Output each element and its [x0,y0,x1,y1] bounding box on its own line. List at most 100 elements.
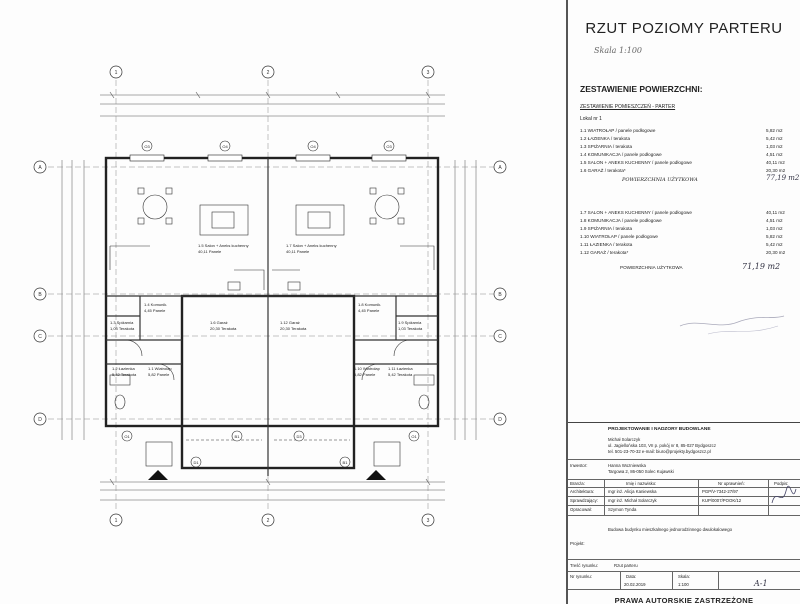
office-name: PROJEKTOWANIE I NADZORY BUDOWLANE [608,427,711,432]
axis-label-right-d: D [498,417,502,423]
checker-name: mgr inż. Michał Solarczyk [608,498,657,503]
axis-label-bottom-2: 2 [267,518,270,524]
drawing-content: Rzut parteru [614,563,638,568]
role-label: Sprawdzający: [570,498,598,503]
room-area-1-3: 1,03 Terakota [110,326,135,331]
room-label-1-7: 1.7 Salon + Aneks kuchenny [286,243,337,248]
sheet-no-label: Nr rysunku: [570,574,592,579]
project-label: Projekt: [570,541,585,546]
axis-label-right-c: C [498,334,502,340]
room-label-1-6: 1.6 Garaż [210,320,228,325]
drawing-scale: 1:100 [678,582,689,587]
room-area-1-4: 4,45 Panele [144,308,166,313]
room-label-1-12: 1.12 Garaż [280,320,300,325]
window-tag: O1 [411,434,417,439]
usable-area-label-1: POWIERZCHNIA UŻYTKOWA [622,177,698,183]
unit-label: Lokal nr 1 [580,116,602,122]
room-area-1-6: 20,30 Terakota [210,326,237,331]
room-row: 1.5 SALON + ANEKS KUCHENNY / panele podł… [580,160,785,165]
header-license: Nr uprawnień: [718,481,745,486]
room-label-1-9: 1.9 Spiżarnia [398,320,422,325]
room-area-1-1: 5,82 Panele [148,372,170,377]
role-label: Architektura: [570,489,595,494]
room-label-1-11: 1.11 Łazienka [388,366,413,371]
window-tag: B1 [343,460,349,465]
window-tag: O3 [144,144,150,149]
axis-label-top-3: 3 [427,70,430,76]
room-area-1-11: 5,42 Terakota [388,372,413,377]
usable-area-label-2: POWIERZCHNIA UŻYTKOWA [620,265,683,270]
stamp-scribble [679,315,785,335]
header-branch: Branża: [570,481,585,486]
room-area-1-10: 5,82 Panele [354,372,376,377]
room-label-1-1: 1.1 Wiatrołap [148,366,172,371]
legend-panel: RZUT POZIOMY PARTERU Skala 1:100 ZESTAWI… [568,0,800,605]
usable-area-value-1: 77,19 m2 [766,174,800,182]
room-label-1-2: 1.2 Łazienka [112,366,135,371]
office-line: ul. Jagiellońska 103, VII p. pokój nr 8,… [608,443,716,448]
designer-license: PGP/V-7342-27/97 [702,489,739,494]
header-sign: Podpis: [774,481,789,486]
title-block: PROJEKTOWANIE I NADZORY BUDOWLANE Michał… [568,422,800,605]
office-line: Michał Solarczyk [608,437,641,442]
window-tag: D3 [296,434,302,439]
investor-address: Targowa 2, 86-050 Solec Kujawski [608,469,674,474]
scale-label: Skala: [678,574,690,579]
room-label-1-8: 1.8 Komunik. [358,302,381,307]
signature [771,485,797,504]
window-tag: D1 [193,460,199,465]
window-tag: B1 [235,434,241,439]
axis-label-left-a: A [38,165,42,171]
axis-label-right-a: A [498,165,502,171]
scale-note: Skala 1:100 [594,46,643,55]
room-area-1-2: 5,42 Terakota [112,372,137,377]
usable-area-value-2: 71,19 m2 [742,262,781,271]
room-label-1-5: 1.5 Salon + Aneks kuchenny [198,243,249,248]
room-row: 1.7 SALON + ANEKS KUCHENNY / panele podł… [580,210,785,215]
copyright-notice: PRAWA AUTORSKIE ZASTRZEŻONE [614,596,754,605]
axis-label-left-d: D [38,417,42,423]
room-area-1-12: 20,30 Terakota [280,326,307,331]
area-summary-title: ZESTAWIENIE POWIERZCHNI: [580,84,703,94]
floor-plan: 1 2 3 1 2 3 A B C D A B C D O3 O4 O4 O3 … [33,65,507,527]
room-area-1-9: 1,03 Terakota [398,326,423,331]
room-area-1-7: 40,11 Panele [286,249,310,254]
office-line: tel. 501-23-70-32 e-mail: biuro@projekty… [608,449,711,454]
window-tag: O3 [386,144,392,149]
role-label: Opracował: [570,507,592,512]
room-area-1-5: 40,11 Panele [198,249,222,254]
floor-plan-drawing: 1 2 3 1 2 3 A B C D A B C D O3 O4 O4 O3 … [33,65,507,527]
designer-name: mgr inż. Alicja Kaniewska [608,489,657,494]
axis-label-top-2: 2 [267,70,270,76]
axis-label-bottom-3: 3 [427,518,430,524]
checker-license: KUP/0007/POOK/12 [702,498,742,503]
room-area-1-8: 4,45 Panele [358,308,380,313]
room-list-title: ZESTAWIENIE POMIESZCZEŃ - PARTER [580,104,676,110]
investor-label: Inwestor: [570,463,588,468]
date-label: Data: [626,574,637,579]
room-label-1-10: 1.10 Wiatrołap [354,366,381,371]
content-label: Treść rysunku: [570,563,599,568]
window-tag: O1 [124,434,130,439]
axis-label-left-c: C [38,334,42,340]
axis-label-top-1: 1 [115,70,118,76]
window-tag: O4 [222,144,228,149]
project-name: Budowa budynku mieszkalnego jednorodzinn… [608,527,732,532]
investor-name: Hanna Wozniewska [608,463,646,468]
room-label-1-4: 1.4 Komunik. [144,302,167,307]
sheet-divider [566,0,568,604]
drawing-number: A-1 [754,579,768,588]
axis-label-left-b: B [38,292,42,298]
room-row: 1.6 GARAŻ / terakota*20,30 m2 [580,168,786,173]
header-name: Imię i nazwisko: [626,481,657,486]
drawing-date: 20.02.2019 [624,582,646,587]
